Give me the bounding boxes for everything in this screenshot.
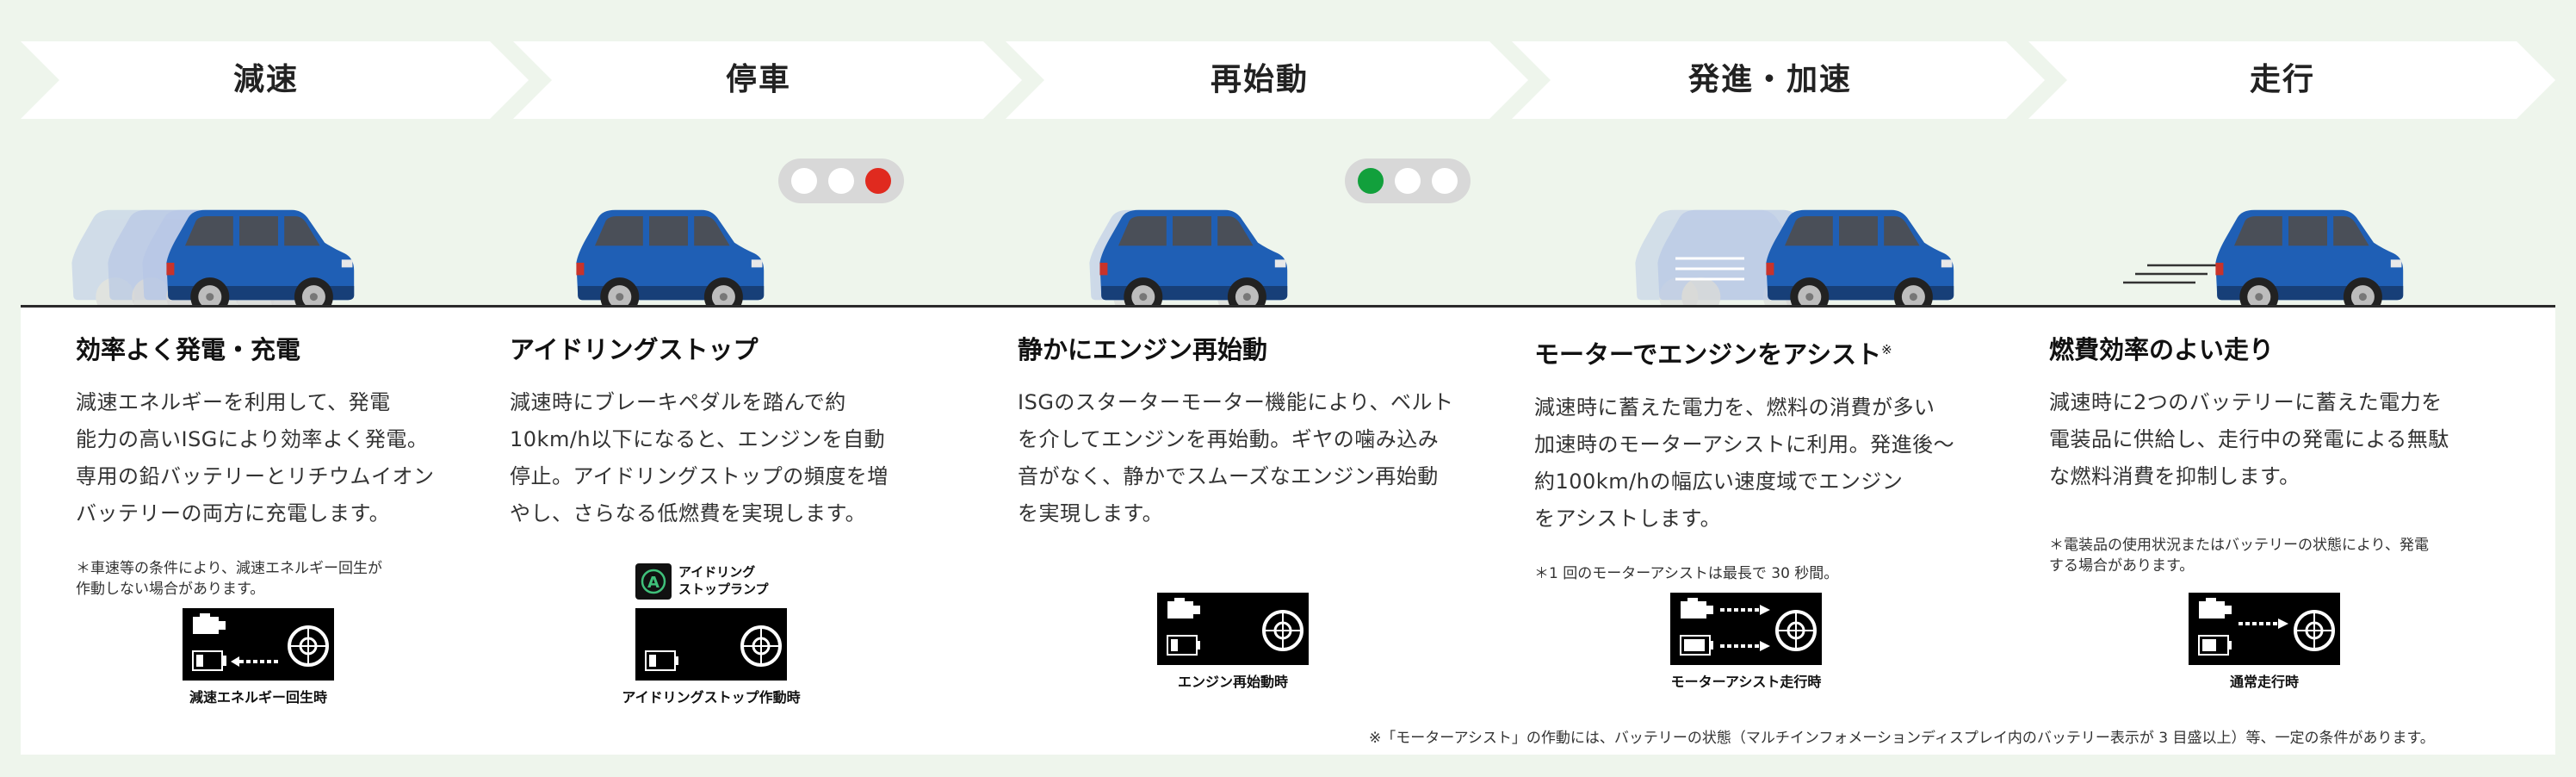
car-icon: [166, 209, 355, 307]
footnote: ※「モーターアシスト」の作動には、バッテリーの状態（マルチインフォメーションディ…: [1369, 730, 2435, 747]
stage-title-3: 再始動: [1210, 62, 1309, 97]
svg-text:A: A: [647, 574, 659, 592]
stage-body: 減速時に蓄えた電力を、燃料の消費が多い 加速時のモーターアシストに利用。発進後～…: [1534, 395, 1955, 531]
stage-description-3: 静かにエンジン再始動 ISGのスターターモーター機能により、ベルト を介してエン…: [1018, 333, 1483, 532]
stage-title-2: 停車: [725, 62, 791, 97]
stage-description-5: 燃費効率のよい走り 減速時に2つのバッテリーに蓄えた電力を 電装品に供給し、走行…: [2049, 333, 2514, 576]
content-panel: [21, 307, 2555, 755]
stage-arrow-3: [1006, 41, 1528, 119]
motion-lines-icon: [2123, 264, 2220, 284]
stage-description-4: モーターでエンジンをアシスト※ 減速時に蓄えた電力を、燃料の消費が多い 加速時の…: [1534, 333, 1999, 584]
stage-arrow-1: [21, 41, 529, 119]
energy-flow-restart-icon: [1157, 593, 1309, 665]
stage-title-1: 減速: [232, 62, 299, 97]
car-icon: [2215, 209, 2404, 307]
stage-body: ISGのスターターモーター機能により、ベルト を介してエンジンを再始動。ギヤの噛…: [1018, 390, 1454, 525]
stage-heading: 燃費効率のよい走り: [2049, 335, 2275, 364]
icon-caption-4: モーターアシスト走行時: [1670, 674, 1822, 690]
traffic-signal-green-icon: [1345, 159, 1471, 203]
stage-note: ＊車速等の条件により、減速エネルギー回生が 作動しない場合があります。: [76, 560, 382, 598]
stage-body: 減速時にブレーキペダルを踏んで約 10km/h以下になると、エンジンを自動 停止…: [510, 390, 889, 525]
energy-flow-regenerate-icon: [183, 608, 334, 681]
energy-flow-cruise-icon: [2189, 593, 2340, 665]
car-scene-decelerate: [71, 209, 355, 307]
stage-title-5: 走行: [2249, 62, 2315, 97]
stage-description-2: アイドリングストップ 減速時にブレーキペダルを踏んで約 10km/h以下になると…: [510, 333, 975, 532]
stage-arrow-2: [513, 41, 1022, 119]
car-scene-cruise: [2123, 209, 2404, 307]
icon-caption-2: アイドリングストップ作動時: [622, 689, 801, 706]
energy-flow-motor-assist-icon: [1670, 593, 1822, 665]
stage-heading: 効率よく発電・充電: [76, 335, 301, 364]
stage-note: ＊1 回のモーターアシストは最長で 30 秒間。: [1534, 564, 1839, 582]
car-scene-restart: [1089, 209, 1288, 307]
car-scene-stop: [576, 209, 765, 307]
stage-title-4: 発進・加速: [1687, 62, 1852, 97]
idling-stop-lamp-icon: A: [635, 563, 672, 600]
lamp-label: アイドリング ストップランプ: [678, 564, 769, 597]
car-icon: [1766, 209, 1954, 307]
icon-caption-3: エンジン再始動時: [1177, 674, 1288, 690]
stage-arrow-4: [1512, 41, 2045, 119]
stage-body: 減速エネルギーを利用して、発電 能力の高いISGにより効率よく発電。 専用の鉛バ…: [76, 390, 435, 525]
car-icon: [576, 209, 765, 307]
stage-body: 減速時に2つのバッテリーに蓄えた電力を 電装品に供給し、走行中の発電による無駄 …: [2049, 390, 2449, 488]
stage-arrow-5: [2028, 41, 2555, 119]
ground-line: [21, 305, 2555, 308]
stage-heading: モーターでエンジンをアシスト※: [1534, 339, 1892, 370]
car-icon: [1099, 209, 1288, 307]
heading-footnote-mark: ※: [1881, 342, 1892, 357]
energy-flow-idle-stop-icon: [635, 608, 787, 681]
icon-caption-1: 減速エネルギー回生時: [189, 689, 327, 706]
traffic-signal-red-icon: [778, 159, 904, 203]
car-scene-accelerate: [1635, 209, 1954, 307]
stage-heading: 静かにエンジン再始動: [1018, 335, 1268, 364]
stage-arrows: [21, 41, 2555, 119]
idling-stop-lamp: A アイドリング ストップランプ: [635, 563, 825, 601]
stage-heading: アイドリングストップ: [510, 335, 759, 364]
stage-note: ＊電装品の使用状況またはバッテリーの状態により、発電 する場合があります。: [2049, 537, 2429, 575]
icon-caption-5: 通常走行時: [2229, 674, 2299, 690]
stage-description-1: 効率よく発電・充電 減速エネルギーを利用して、発電 能力の高いISGにより効率よ…: [76, 333, 541, 600]
